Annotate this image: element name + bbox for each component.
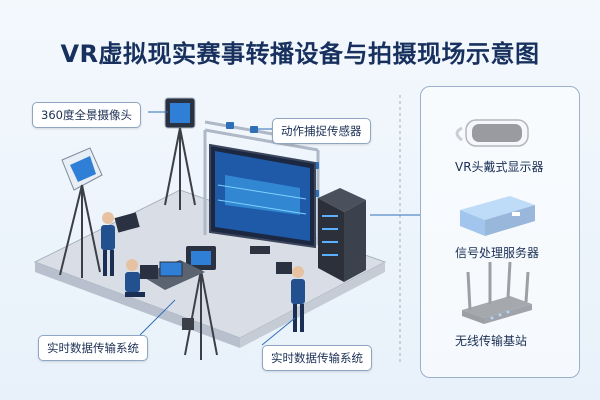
stage-light-left xyxy=(59,147,103,278)
diagram-title: VR虚拟现实赛事转播设备与拍摄现场示意图 xyxy=(60,40,540,68)
label-motion-sensor: 动作捕捉传感器 xyxy=(272,118,371,144)
device-panel xyxy=(420,86,580,378)
label-vr-headset: VR头戴式显示器 xyxy=(455,160,544,174)
worker-left xyxy=(101,212,140,276)
operator-desk xyxy=(140,260,205,330)
camera-front xyxy=(184,246,218,360)
label-wireless-station: 无线传输基站 xyxy=(455,334,528,348)
server-rack xyxy=(318,188,366,282)
connector-lines xyxy=(139,111,420,346)
worker-seated xyxy=(125,259,158,297)
label-camera-360: 360度全景摄像头 xyxy=(32,102,141,128)
label-realtime-tx-right: 实时数据传输系统 xyxy=(262,345,372,371)
camera-360 xyxy=(164,97,196,210)
label-realtime-tx-left: 实时数据传输系统 xyxy=(38,335,148,361)
label-signal-server: 信号处理服务器 xyxy=(455,246,540,260)
main-screen xyxy=(209,143,316,254)
